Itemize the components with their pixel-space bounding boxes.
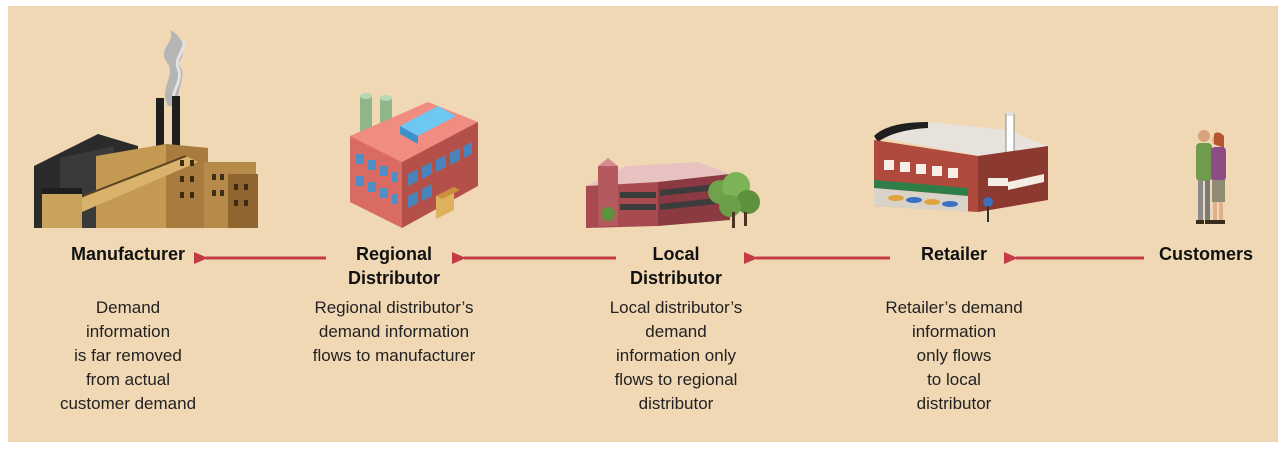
local-distributor-description: Local distributor’s demand information o…: [609, 298, 743, 413]
regional-distributor-title: Regional Distributor: [348, 244, 440, 288]
diagram-artwork: [8, 6, 1278, 442]
warehouse-icon: [350, 93, 478, 228]
distribution-center-icon: [586, 158, 760, 228]
local-distributor-title: Local Distributor: [630, 244, 722, 288]
demand-flow-diagram: Manufacturer Regional Distributor Local …: [8, 6, 1278, 442]
store-icon: [874, 112, 1048, 222]
people-icon: [1196, 130, 1226, 224]
retailer-description: Retailer’s demand information only flows…: [885, 298, 1023, 413]
factory-icon: [34, 30, 258, 228]
manufacturer-title: Manufacturer: [70, 244, 186, 264]
customers-title: Customers: [1158, 244, 1254, 264]
retailer-title: Retailer: [920, 244, 988, 264]
regional-distributor-description: Regional distributor’s demand informatio…: [312, 298, 476, 365]
manufacturer-description: Demand information is far removed from a…: [59, 298, 197, 413]
